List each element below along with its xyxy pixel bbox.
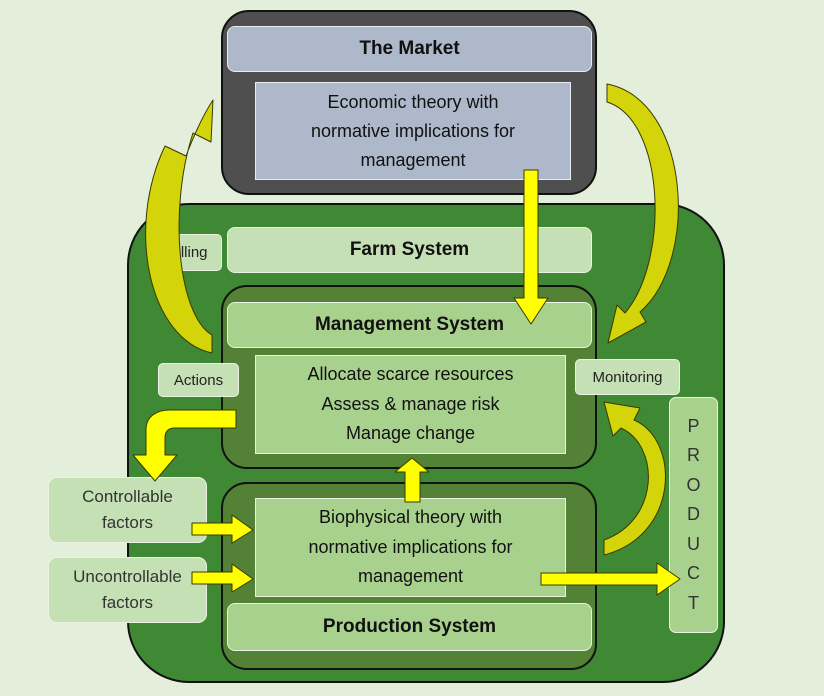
actions-to-market-curved-arrow xyxy=(145,99,214,354)
product-letter: D xyxy=(687,504,700,525)
production-description: Biophysical theory with normative implic… xyxy=(255,498,566,597)
market-to-monitoring-curved-arrow xyxy=(606,83,679,344)
actions-to-controllable-arrow xyxy=(132,409,237,482)
market-title: The Market xyxy=(227,26,592,72)
market-to-management-arrow xyxy=(513,169,549,325)
management-tasks: Allocate scarce resources Assess & manag… xyxy=(255,355,566,454)
market-description: Economic theory with normative implicati… xyxy=(255,82,571,180)
controllable-factors-box: Controllable factors xyxy=(48,477,207,543)
production-to-monitoring-curved-arrow xyxy=(603,401,666,556)
product-letter: P xyxy=(687,415,700,436)
product-letter: R xyxy=(687,445,700,466)
production-to-management-arrow xyxy=(394,457,430,503)
product-box: P R O D U C T xyxy=(669,397,718,633)
product-letter: C xyxy=(687,563,700,584)
product-letter: O xyxy=(686,474,701,495)
monitoring-label: Monitoring xyxy=(575,359,680,395)
product-letter: U xyxy=(687,533,700,554)
product-letter: T xyxy=(688,592,699,613)
actions-label: Actions xyxy=(158,363,239,397)
uncontrollable-factors-box: Uncontrollable factors xyxy=(48,557,207,623)
uncontrollable-to-production-arrow xyxy=(191,563,254,593)
production-system-title: Production System xyxy=(227,603,592,651)
production-to-product-arrow xyxy=(540,562,681,596)
controllable-to-production-arrow xyxy=(191,514,254,544)
